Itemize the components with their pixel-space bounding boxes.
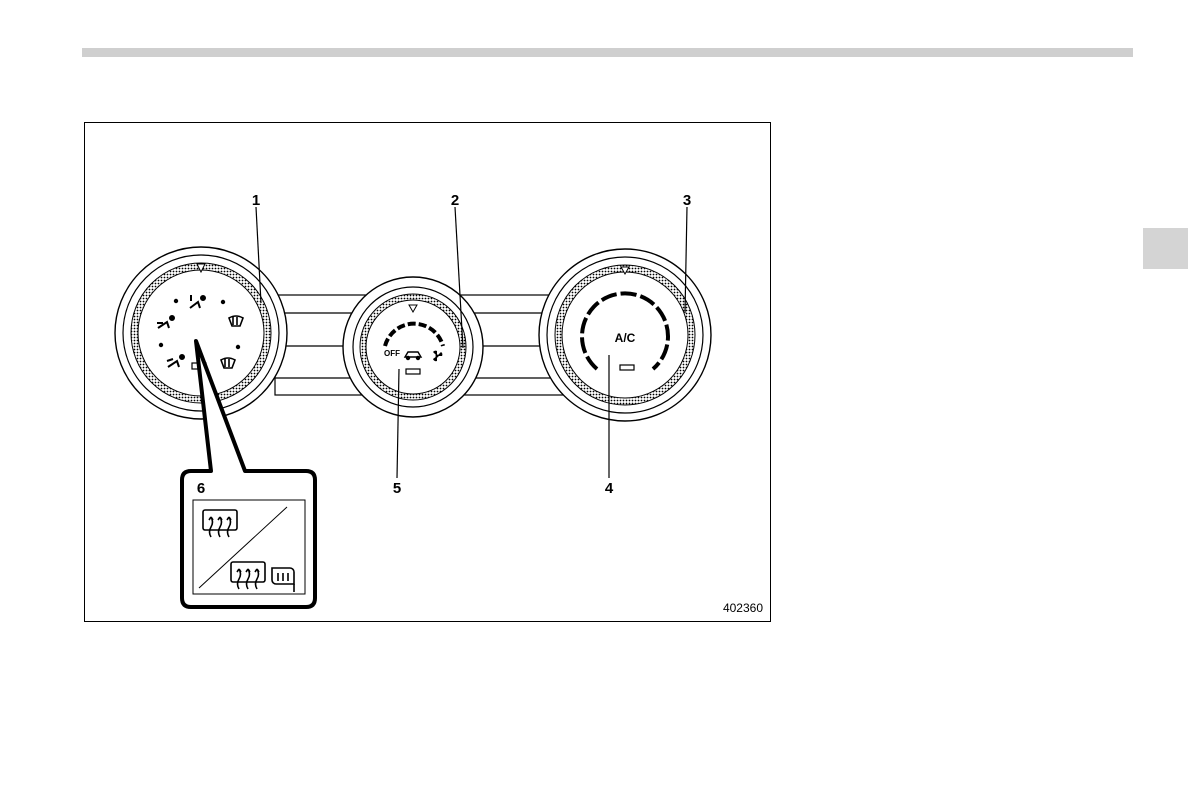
callout-4: 4 (605, 480, 614, 497)
ac-label: A/C (615, 331, 636, 345)
figure-id: 402360 (723, 601, 763, 615)
fan-off-label: OFF (384, 349, 400, 358)
callout-3: 3 (683, 192, 691, 209)
callout-5: 5 (393, 480, 401, 497)
climate-control-diagram: OFF A/C (85, 123, 772, 623)
header-rule (82, 48, 1133, 57)
callout-2: 2 (451, 192, 459, 209)
chapter-tab (1143, 228, 1188, 269)
fan-speed-dial[interactable]: OFF (343, 277, 483, 417)
callout-1: 1 (252, 192, 260, 209)
climate-control-figure: OFF A/C (84, 122, 771, 622)
callout-6: 6 (197, 480, 205, 497)
